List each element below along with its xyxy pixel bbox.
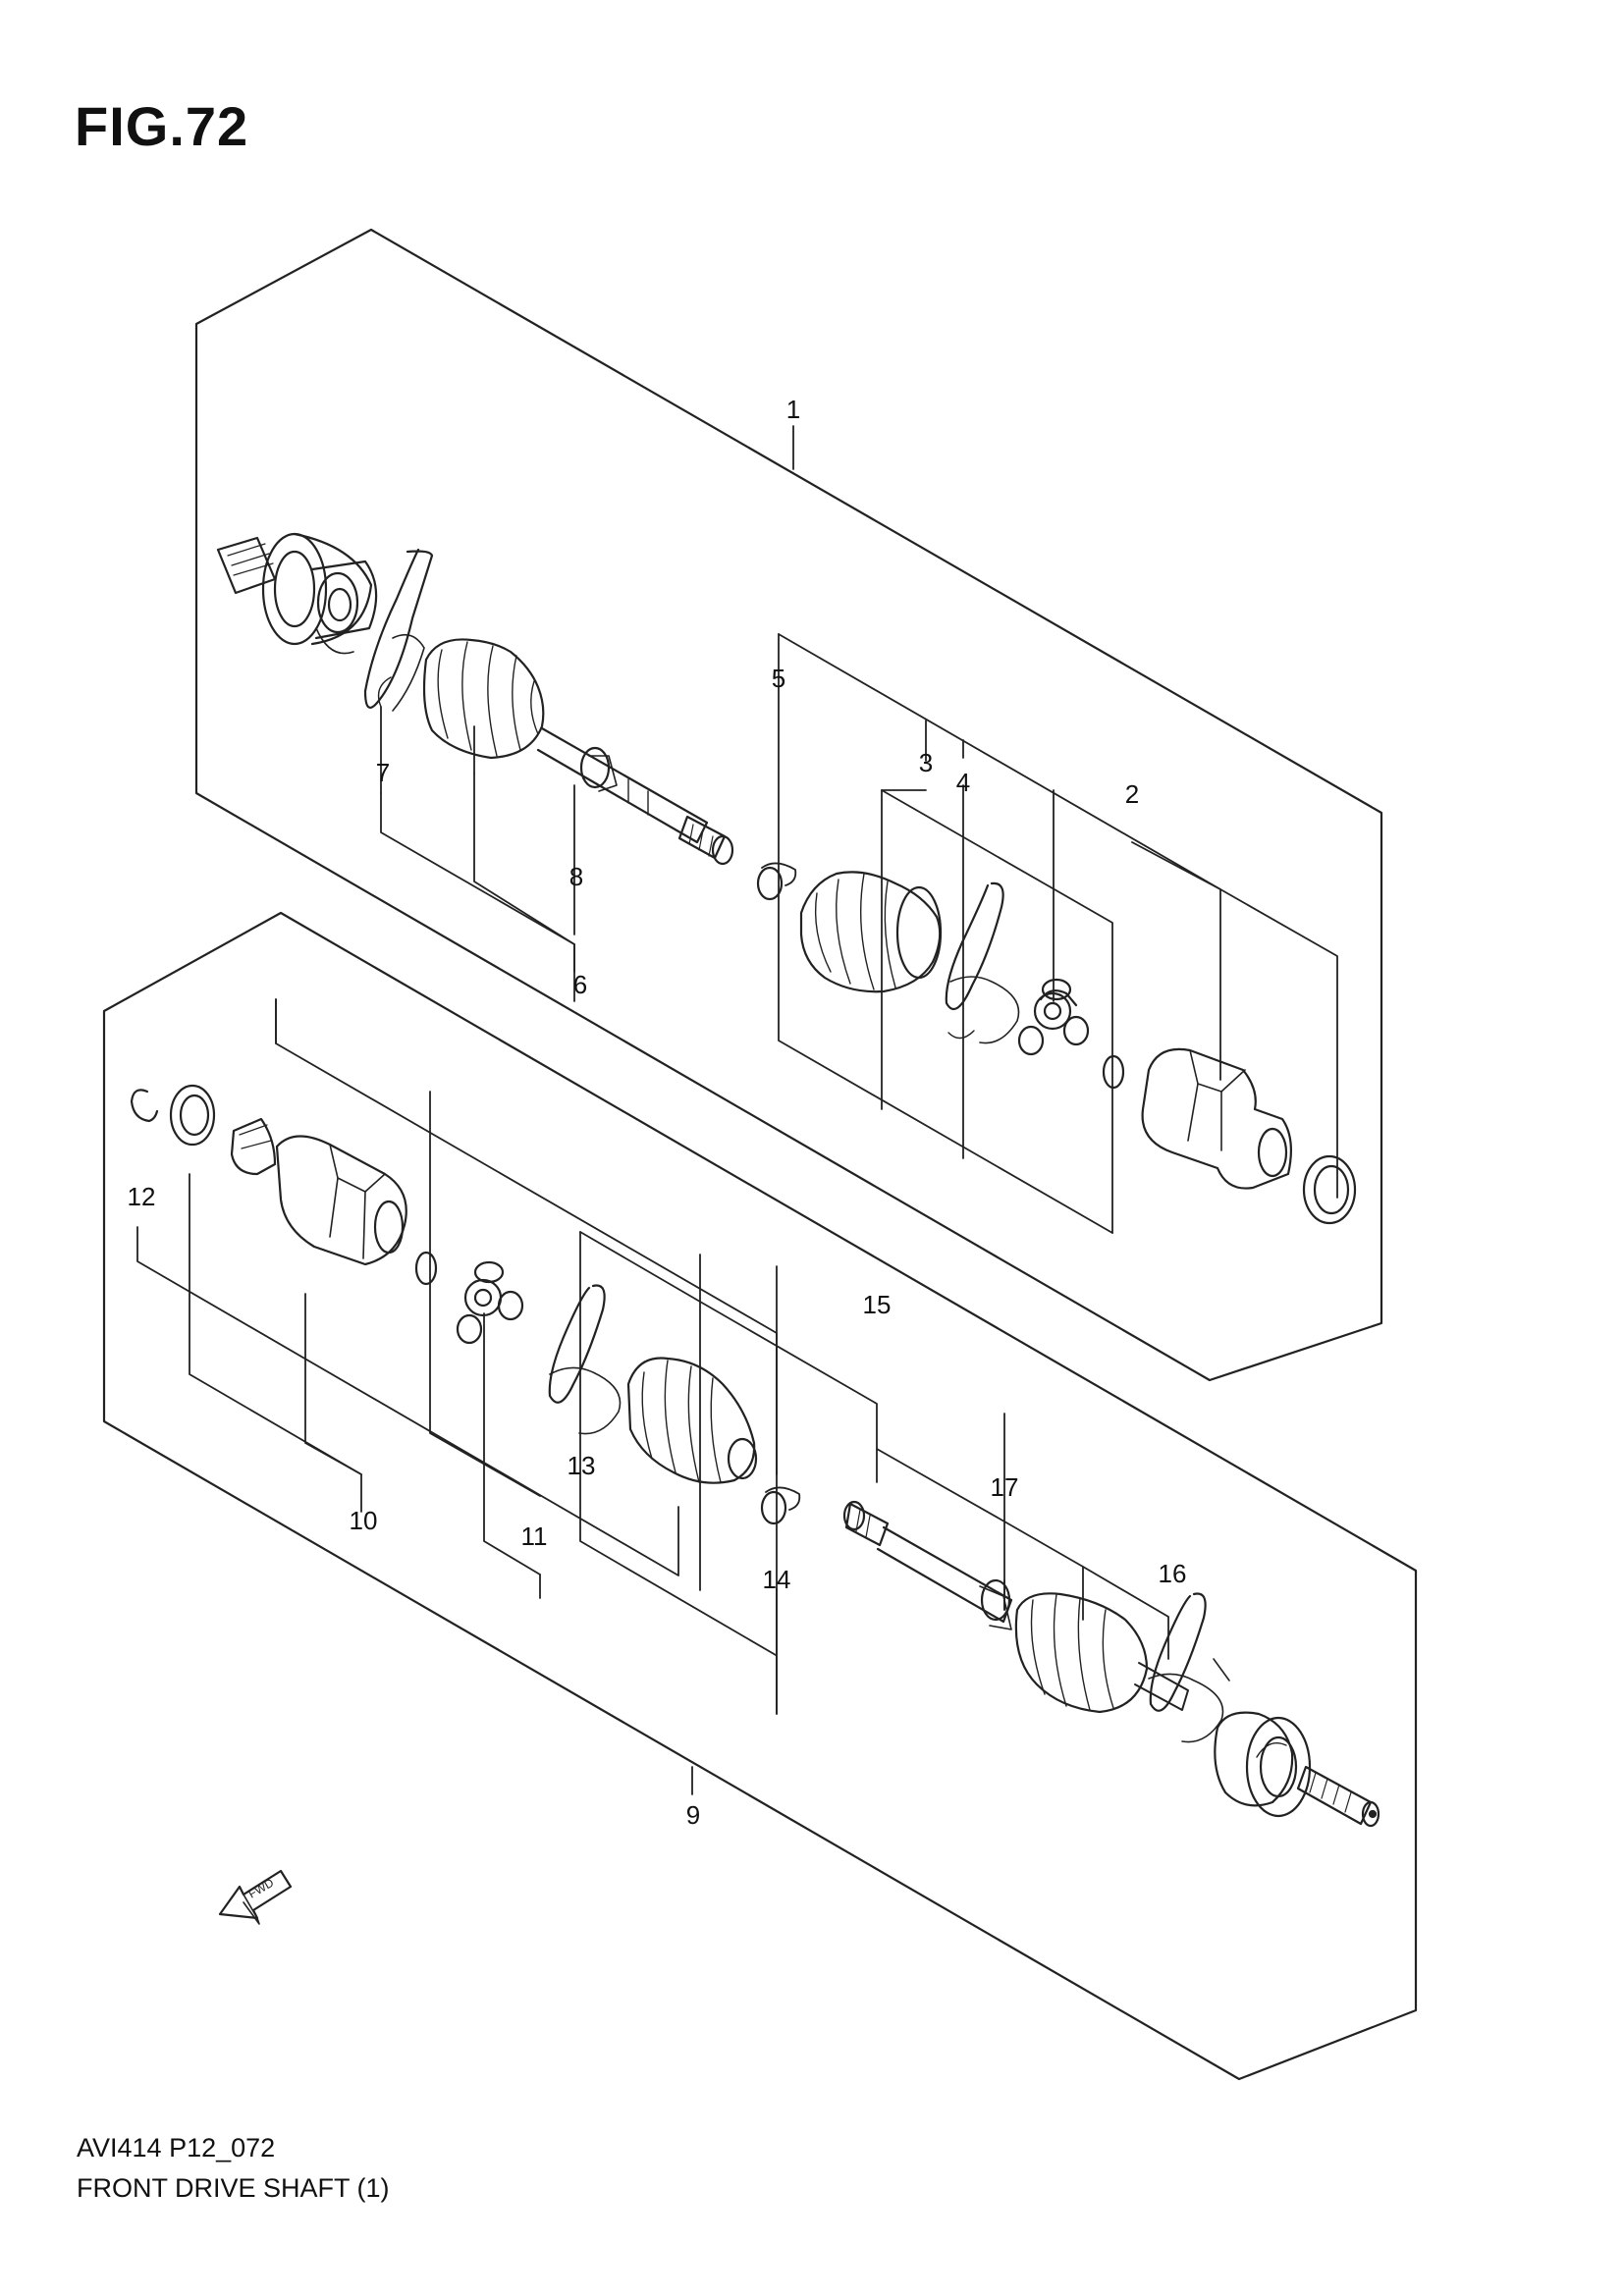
callout-10: 10 bbox=[350, 1506, 378, 1535]
lower-spline-stub bbox=[1296, 1765, 1373, 1826]
large-boot-band-16 bbox=[1149, 1592, 1207, 1712]
lower-leader-lines bbox=[136, 998, 1169, 1795]
lower-outer-boot bbox=[1014, 1592, 1149, 1714]
callout-8: 8 bbox=[569, 862, 583, 891]
small-boot-band-17 bbox=[980, 1578, 1011, 1622]
callout-12: 12 bbox=[128, 1182, 156, 1211]
upper-outer-joint-flange bbox=[261, 532, 328, 646]
callout-9: 9 bbox=[686, 1800, 700, 1830]
snap-ring-upper bbox=[1102, 1054, 1125, 1090]
callout-3: 3 bbox=[919, 748, 933, 777]
upper-leader-lines bbox=[380, 425, 1338, 1234]
callout-13: 13 bbox=[568, 1451, 596, 1480]
lower-assembly-frame bbox=[102, 911, 1418, 2081]
circlip-5 bbox=[756, 866, 784, 901]
inner-boot-3 bbox=[799, 871, 942, 993]
circlip-12 bbox=[130, 1089, 159, 1123]
tripod-spider-lower bbox=[456, 1260, 524, 1345]
callout-numbers: 1 2 3 4 5 6 7 8 9 10 11 12 13 14 15 16 1… bbox=[128, 395, 1187, 1830]
large-boot-band-7 bbox=[363, 548, 434, 709]
upper-drive-shaft-illustration bbox=[216, 532, 734, 866]
callout-5: 5 bbox=[772, 664, 785, 693]
callout-11: 11 bbox=[521, 1522, 548, 1551]
upper-inner-joint-parts bbox=[756, 862, 1357, 1225]
seal-ring-upper bbox=[1302, 1154, 1357, 1225]
upper-outer-boot bbox=[422, 638, 545, 760]
circlip-14 bbox=[760, 1490, 787, 1525]
lower-inner-joint-parts bbox=[130, 1084, 801, 1525]
snap-ring-lower bbox=[414, 1251, 438, 1286]
inner-boot-lower bbox=[626, 1357, 756, 1484]
callout-6: 6 bbox=[573, 970, 587, 999]
callout-14: 14 bbox=[763, 1565, 791, 1594]
tripod-spider bbox=[1017, 978, 1090, 1056]
lower-outer-joint-housing bbox=[1214, 1711, 1294, 1807]
large-boot-band-4 bbox=[945, 881, 1004, 1011]
callout-15: 15 bbox=[863, 1290, 892, 1319]
lower-drive-shaft-illustration bbox=[842, 1500, 1380, 1828]
fwd-direction-arrow: FWD bbox=[218, 1869, 293, 1925]
figure-code: AVI414 P12_072 bbox=[77, 2133, 276, 2163]
figure-title: FIG.72 bbox=[75, 95, 249, 157]
inner-joint-housing-2 bbox=[1141, 1047, 1293, 1190]
callout-17: 17 bbox=[991, 1472, 1019, 1502]
upper-shaft-bar bbox=[536, 726, 709, 844]
large-boot-band-13 bbox=[548, 1284, 606, 1404]
lower-shaft-bar bbox=[876, 1525, 1013, 1624]
callout-4: 4 bbox=[956, 768, 970, 797]
callout-1: 1 bbox=[786, 395, 800, 424]
figure-name: FRONT DRIVE SHAFT (1) bbox=[77, 2173, 390, 2203]
callout-2: 2 bbox=[1125, 779, 1139, 809]
upper-assembly-frame bbox=[194, 228, 1383, 1382]
seal-ring-lower bbox=[169, 1084, 216, 1147]
callout-7: 7 bbox=[376, 758, 390, 787]
inner-joint-housing-10 bbox=[230, 1117, 277, 1176]
callout-16: 16 bbox=[1159, 1559, 1187, 1588]
